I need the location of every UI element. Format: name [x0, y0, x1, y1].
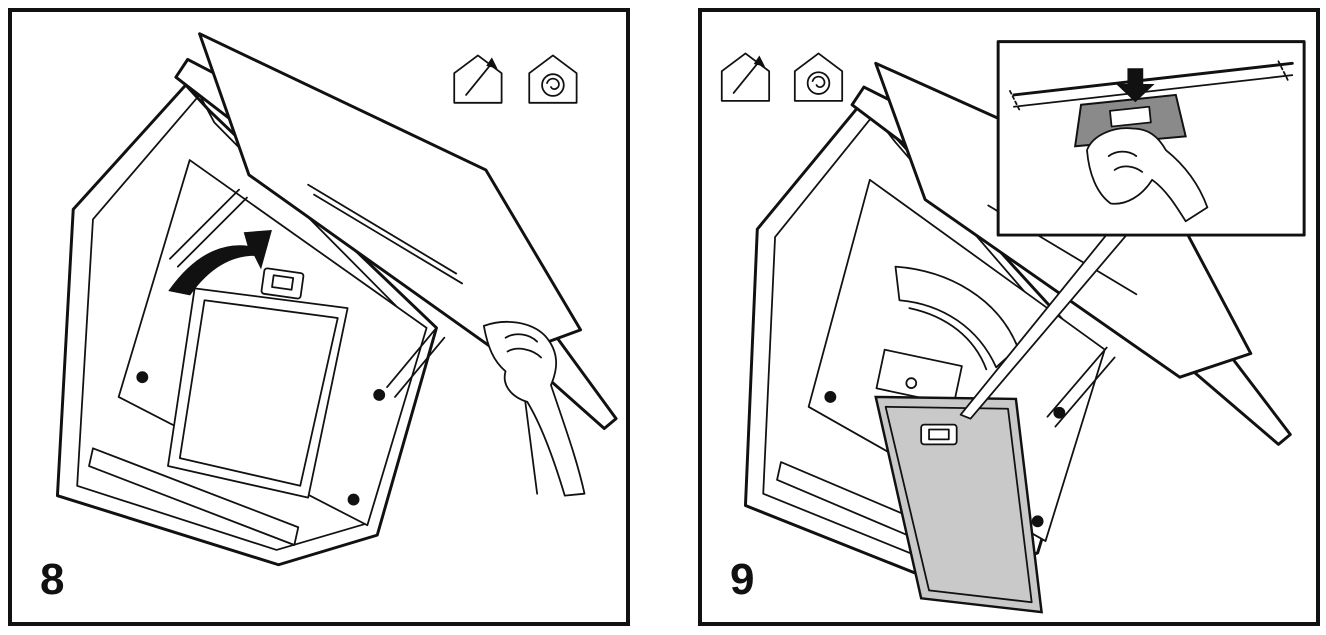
inset-rail-break [1277, 60, 1290, 82]
hinge-arm-right-2 [394, 336, 446, 398]
screw [824, 391, 837, 403]
screw [1053, 406, 1066, 419]
filter-handle-slot [271, 274, 295, 291]
fan-housing-curve [908, 307, 988, 371]
screw [1031, 515, 1044, 528]
hand-finger [504, 333, 539, 343]
hinge-arm-right-2 [1054, 356, 1116, 428]
screw [373, 389, 386, 401]
ducted-extraction-house-icon [453, 54, 503, 104]
inset-handle-slot [1109, 105, 1152, 128]
inset-rail [1012, 61, 1294, 97]
recirculation-house-icon [793, 52, 844, 102]
step-number-8: 8 [40, 555, 65, 604]
detail-inset [996, 40, 1306, 237]
grease-filter-removed [874, 395, 1043, 614]
forearm-line [524, 400, 539, 495]
panel-rail-2 [313, 193, 464, 285]
inset-rail-break [1009, 90, 1021, 112]
bracket-hole [905, 377, 918, 389]
hinge-arm-left [169, 188, 240, 260]
lift-arrow [168, 230, 272, 296]
hinge-arm-right [386, 326, 438, 388]
screw [136, 371, 149, 384]
inset-rail-2 [1013, 74, 1294, 108]
step-8-panel: 8 [8, 8, 630, 626]
hinge-arm-left-2 [176, 196, 248, 268]
push-down-arrow [1116, 68, 1155, 103]
panel-rail [307, 183, 458, 275]
inset-finger [1107, 150, 1138, 157]
grease-filter-inner [178, 299, 339, 487]
screw [347, 493, 360, 506]
filter-removal-illustration [720, 40, 1306, 614]
step-number-9: 9 [730, 555, 755, 604]
hand-finger [506, 347, 542, 359]
step-9-panel: 9 [698, 8, 1320, 626]
recirculation-house-icon [528, 54, 578, 104]
filter-handle [920, 423, 958, 446]
hinge-arm-right [1046, 346, 1108, 418]
filter-handle [260, 267, 305, 300]
hood-raise-panel-illustration [55, 32, 618, 567]
hand-icon [482, 320, 586, 497]
grease-filter [167, 287, 349, 499]
filter-handle-slot [928, 428, 950, 441]
inset-finger [1113, 165, 1144, 173]
control-strip [88, 447, 300, 546]
ducted-extraction-house-icon [720, 52, 771, 102]
